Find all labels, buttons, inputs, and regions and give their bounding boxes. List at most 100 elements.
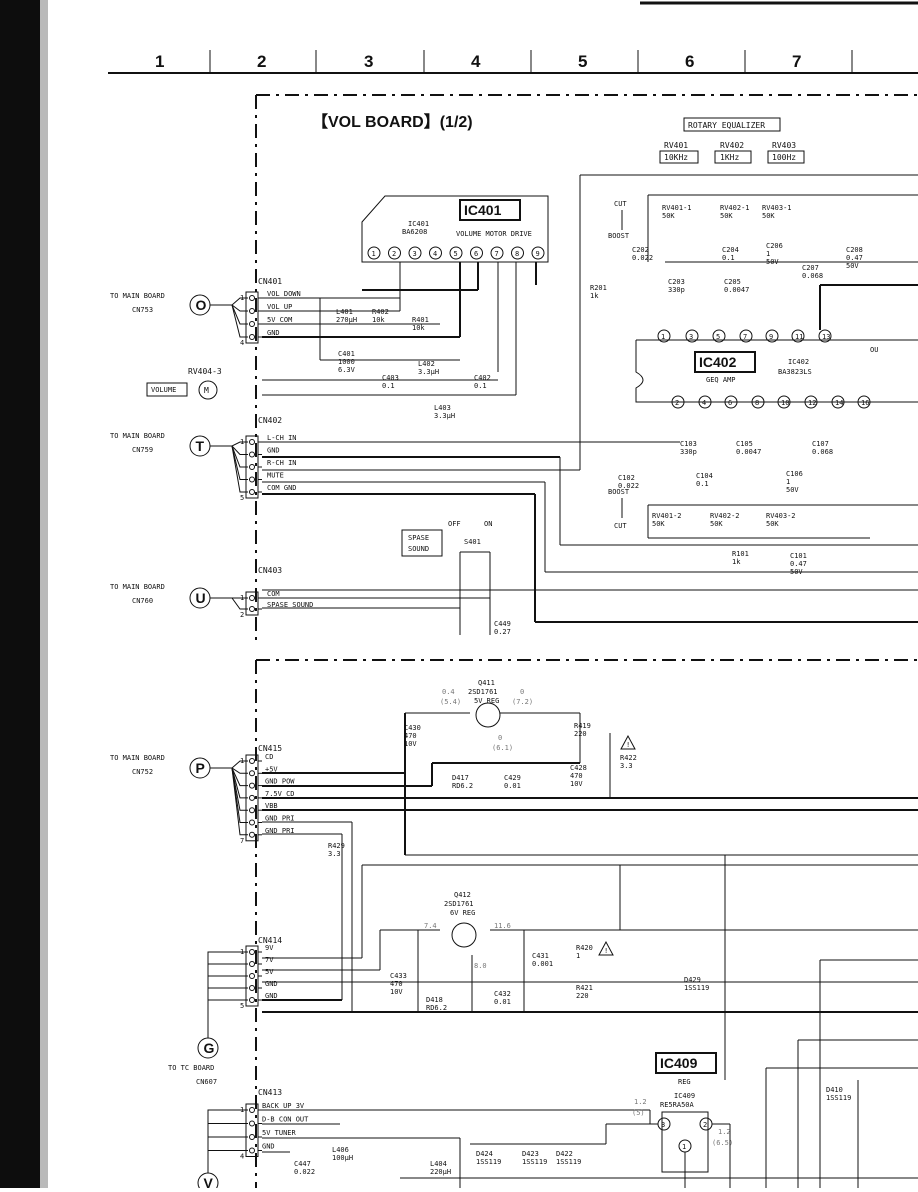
- board-link-letter: V: [204, 1175, 214, 1188]
- ic402-pin-number: 8: [755, 399, 759, 407]
- component-value: 1SS119: [476, 1158, 501, 1166]
- connector-pin: [249, 985, 255, 991]
- component-value: 1SS119: [522, 1158, 547, 1166]
- component-ref: C202: [632, 246, 649, 254]
- connector-ref: CN402: [258, 416, 282, 425]
- cut-label: CUT: [614, 522, 627, 530]
- connector-line-label: MUTE: [267, 472, 284, 480]
- component-ref: C432: [494, 990, 511, 998]
- ic401-pin-number: 7: [495, 250, 499, 258]
- ic401-part: BA6208: [402, 228, 427, 236]
- ic402-pin: [657, 329, 671, 343]
- ic401-pin: [449, 246, 463, 260]
- component-value: 0.0047: [736, 448, 761, 456]
- connector-line-label: GND PRI: [265, 827, 295, 835]
- component-value: 0.1: [474, 382, 487, 390]
- board-link-letter: P: [196, 760, 205, 776]
- ic402-pin: [857, 395, 871, 409]
- connector-line-label: 5V COM: [267, 316, 292, 324]
- connector-housing: [245, 591, 259, 616]
- board-link-letter: T: [196, 438, 205, 454]
- board-link-cn: CN759: [132, 446, 153, 454]
- ic402-pin-number: 11: [795, 333, 803, 341]
- component-ref: C208: [846, 246, 863, 254]
- ic401-ref: IC401: [408, 220, 429, 228]
- pot-ref: RV401: [664, 141, 688, 150]
- q412-ref: Q412: [454, 891, 471, 899]
- component-value: 100µH: [332, 1154, 353, 1162]
- connector-line-label: COM: [267, 590, 280, 598]
- component-ref: R422: [620, 754, 637, 762]
- connector-pin-last: 4: [240, 339, 244, 347]
- connector-housing: [245, 1103, 259, 1157]
- ic402-pin-number: 5: [716, 333, 720, 341]
- component-ref: RV402-1: [720, 204, 750, 212]
- connector-line-label: GND POW: [265, 778, 295, 786]
- motor-symbol: [198, 380, 218, 400]
- ic402-pin: [712, 329, 726, 343]
- ic402-pin-number: 1: [661, 333, 665, 341]
- component-ref: C204: [722, 246, 739, 254]
- connector-pin: [249, 819, 255, 826]
- ic409-pin: 2: [703, 1121, 707, 1129]
- voltage-reading: 1.2: [634, 1098, 647, 1106]
- component-value: 0.068: [802, 272, 823, 280]
- component-ref: R401: [412, 316, 429, 324]
- board-title: 【VOL BOARD】(1/2): [312, 113, 473, 131]
- component-value: 50V: [786, 486, 799, 494]
- connector-pin: [249, 1147, 255, 1154]
- volume-motor-ref: RV404-3: [188, 367, 222, 376]
- connector-line-label: GND PRI: [265, 815, 295, 823]
- component-value: 50K: [720, 212, 733, 220]
- connector-pin: [249, 1134, 255, 1140]
- ic401-pin: [367, 246, 381, 260]
- ruler-number: 2: [257, 52, 266, 71]
- transistor-q411: [475, 702, 501, 728]
- component-value: 470: [404, 732, 417, 740]
- pot-ref: RV402: [720, 141, 744, 150]
- connector-pin: [249, 949, 255, 955]
- board-link-target: TO MAIN BOARD: [110, 432, 165, 440]
- component-ref: C447: [294, 1160, 311, 1168]
- component-ref: RV403-1: [762, 204, 792, 212]
- component-value: 330p: [680, 448, 697, 456]
- ic402-pin: [698, 395, 712, 409]
- component-value: 270µH: [336, 316, 357, 324]
- component-value: 1SS119: [826, 1094, 851, 1102]
- ic401-pin-number: 4: [433, 250, 437, 258]
- ic401-pin: [511, 246, 524, 260]
- voltage-reading: (5.4): [440, 698, 461, 706]
- component-value: 50K: [652, 520, 665, 528]
- voltage-reading: 8.0: [474, 962, 487, 970]
- ruler-number: 1: [155, 52, 164, 71]
- wiring: [262, 174, 918, 1188]
- voltage-reading: (6.5): [712, 1139, 733, 1147]
- space-sound-label: SOUND: [408, 545, 429, 553]
- ic402-pin-number: 6: [728, 399, 732, 407]
- connector-line-label: 5V: [265, 968, 274, 976]
- component-ref: D418: [426, 996, 443, 1004]
- connector-pin-last: 7: [240, 837, 244, 845]
- connector-pin: [249, 758, 255, 764]
- component-value: 0.022: [632, 254, 653, 262]
- board-link-cn: CN753: [132, 306, 153, 314]
- connector-pin: [249, 451, 255, 458]
- ic402-pin: [804, 395, 818, 409]
- ic402-pin-number: 13: [822, 333, 830, 341]
- ruler-number: 5: [578, 52, 587, 71]
- voltage-reading: 0.4: [442, 688, 455, 696]
- ic409-func: REG: [678, 1078, 691, 1086]
- connector-pin: [249, 308, 255, 314]
- warning-icon: [598, 940, 614, 956]
- motor-label: M: [204, 386, 209, 395]
- transistor-q412: [451, 922, 477, 948]
- component-value: 0.1: [382, 382, 395, 390]
- out-label: OU: [870, 346, 878, 354]
- component-value: 1000: [338, 358, 355, 366]
- ic401-pin-number: 1: [372, 250, 376, 258]
- component-value: 330p: [668, 286, 685, 294]
- connector-line-label: GND: [267, 329, 280, 337]
- ic401-pin: [490, 246, 504, 260]
- component-ref: C401: [338, 350, 355, 358]
